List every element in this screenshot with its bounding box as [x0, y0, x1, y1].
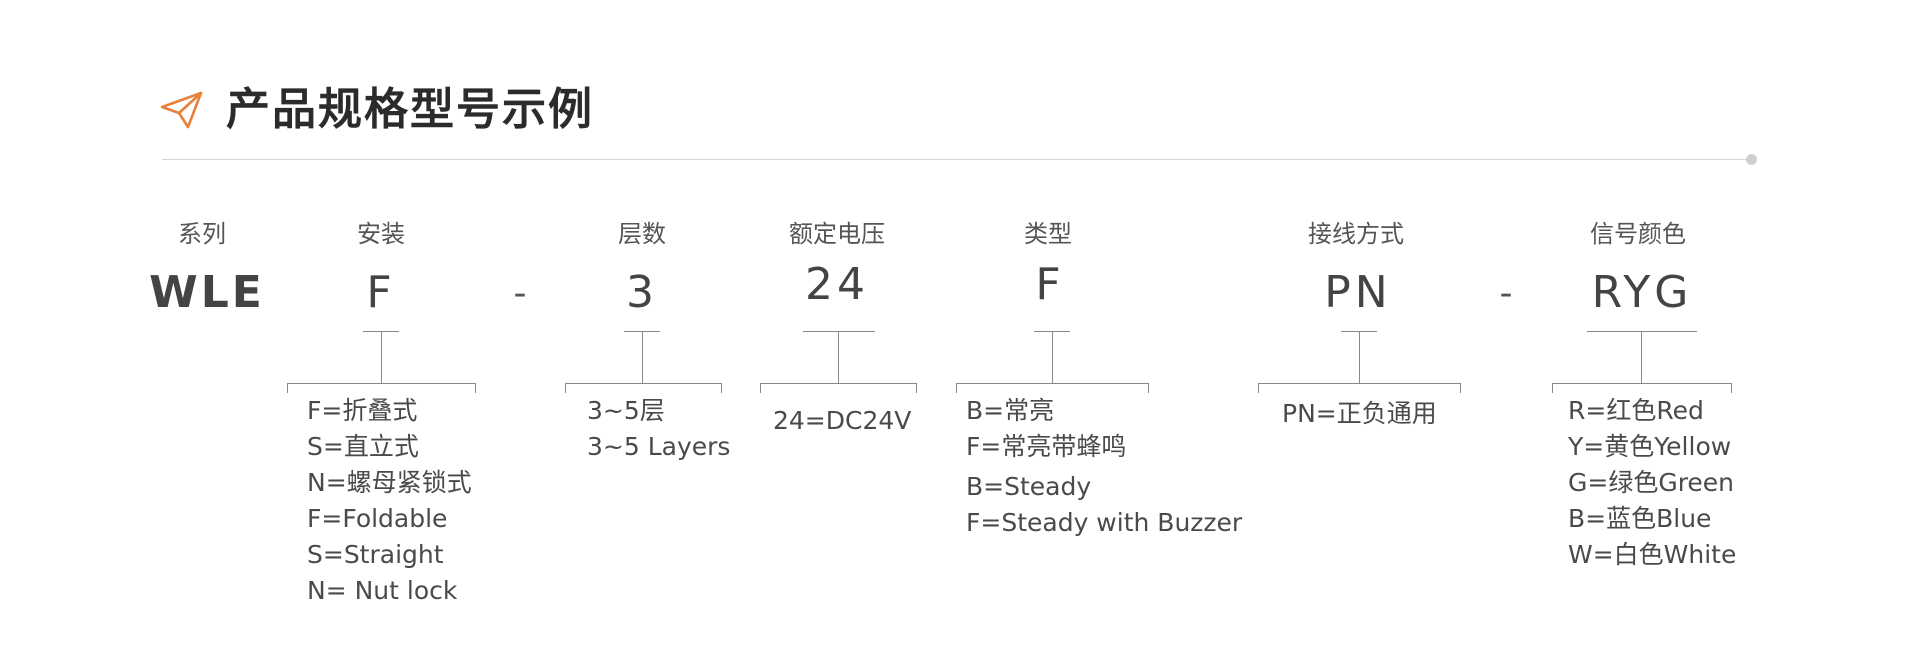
- option-item: Y=黄色Yellow: [1568, 432, 1732, 461]
- option-item: B=常亮: [966, 396, 1055, 425]
- separator-1: -: [513, 273, 527, 314]
- option-item: F=Foldable: [307, 504, 448, 533]
- option-item: B=Steady: [966, 472, 1092, 501]
- option-item: 3~5层: [587, 396, 665, 425]
- connector-stem-wiring: [1359, 331, 1360, 384]
- code-type: F: [1035, 259, 1065, 310]
- option-item: W=白色White: [1568, 540, 1737, 569]
- options-layers: 3~5层 3~5 Layers: [587, 393, 730, 465]
- header-color: 信号颜色: [1590, 220, 1686, 248]
- code-layers: 3: [626, 267, 658, 318]
- option-item: G=绿色Green: [1568, 468, 1735, 497]
- options-mount: F=折叠式 S=直立式 N=螺母紧锁式 F=Foldable S=Straigh…: [307, 393, 472, 609]
- option-item: F=常亮带蜂鸣: [966, 432, 1127, 461]
- option-item: S=直立式: [307, 432, 419, 461]
- header-mount: 安装: [357, 220, 405, 248]
- option-item: 3~5 Layers: [587, 432, 731, 461]
- option-item: F=Steady with Buzzer: [966, 508, 1243, 537]
- option-item: 24=DC24V: [773, 406, 912, 435]
- option-item: B=蓝色Blue: [1568, 504, 1712, 533]
- connector-stem-voltage: [838, 331, 839, 384]
- connector-stem-color: [1641, 331, 1642, 384]
- code-series: WLE: [149, 267, 265, 318]
- header-layers: 层数: [618, 220, 666, 248]
- connector-tick-voltage: [803, 331, 875, 332]
- connector-stem-layers: [642, 331, 643, 384]
- options-color: R=红色Red Y=黄色Yellow G=绿色Green B=蓝色Blue W=…: [1568, 393, 1736, 573]
- divider-dot: [1746, 154, 1757, 165]
- separator-2: -: [1499, 273, 1513, 314]
- header-voltage: 额定电压: [789, 220, 885, 248]
- connector-stem-mount: [381, 331, 382, 384]
- connector-stem-type: [1052, 331, 1053, 384]
- options-wiring: PN=正负通用: [1282, 396, 1437, 432]
- option-item: R=红色Red: [1568, 396, 1704, 425]
- bracket-wiring: [1258, 383, 1461, 393]
- option-item: N= Nut lock: [307, 576, 458, 605]
- bracket-mount: [287, 383, 476, 393]
- code-mount: F: [366, 267, 396, 318]
- header-wiring: 接线方式: [1308, 220, 1404, 248]
- connector-tick-color: [1587, 331, 1697, 332]
- page-title: 产品规格型号示例: [226, 84, 594, 135]
- option-item: N=螺母紧锁式: [307, 468, 472, 497]
- option-item: S=Straight: [307, 540, 444, 569]
- bracket-color: [1552, 383, 1732, 393]
- bracket-layers: [565, 383, 722, 393]
- bracket-voltage: [760, 383, 917, 393]
- option-item: PN=正负通用: [1282, 399, 1437, 428]
- header-series: 系列: [178, 220, 226, 248]
- code-color: RYG: [1591, 267, 1693, 318]
- bracket-type: [956, 383, 1149, 393]
- options-type: B=常亮 F=常亮带蜂鸣 B=Steady F=Steady with Buzz…: [966, 393, 1242, 541]
- paper-plane-icon: [160, 91, 203, 129]
- option-item: F=折叠式: [307, 396, 418, 425]
- options-voltage: 24=DC24V: [773, 403, 911, 439]
- code-wiring: PN: [1324, 267, 1392, 318]
- title-divider: [162, 159, 1752, 160]
- code-voltage: 24: [805, 259, 869, 310]
- header-type: 类型: [1024, 220, 1072, 248]
